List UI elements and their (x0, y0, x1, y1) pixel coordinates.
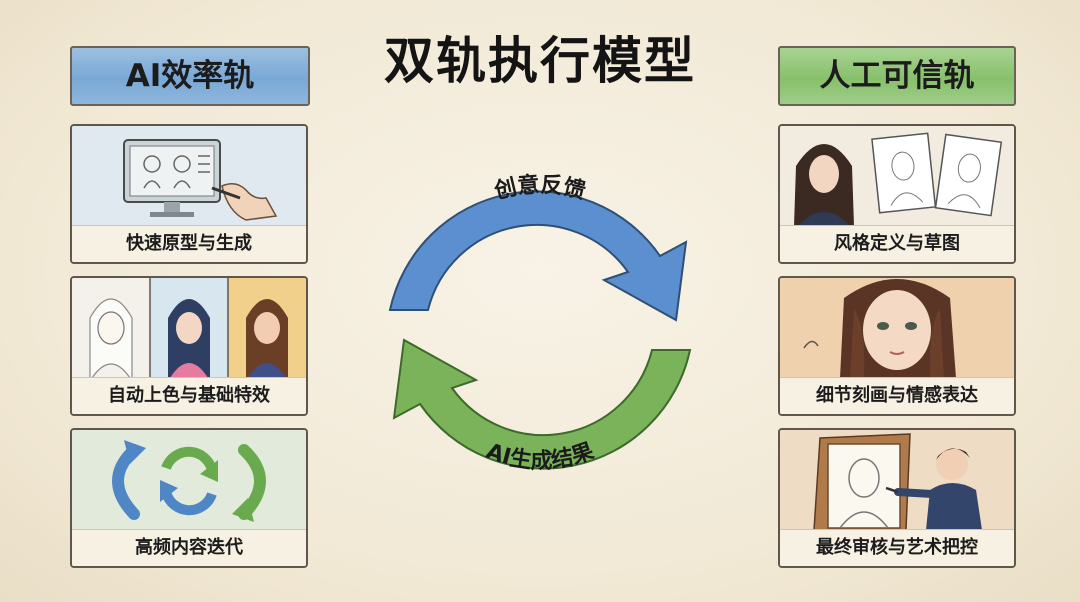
ai-card-caption: 自动上色与基础特效 (72, 377, 306, 414)
human-card-caption: 最终审核与艺术把控 (780, 529, 1014, 566)
human-card-detail: 细节刻画与情感表达 (778, 276, 1016, 416)
refresh-arrows-icon (72, 430, 306, 530)
bottom-arrow-icon (392, 338, 692, 470)
monitor-drawing-icon (72, 126, 306, 226)
ai-card-coloring: 自动上色与基础特效 (70, 276, 308, 416)
human-card-style: 风格定义与草图 (778, 124, 1016, 264)
portraits-coloring-icon (72, 278, 306, 378)
human-track-label: 人工可信轨 (778, 46, 1016, 106)
ai-card-iteration: 高频内容迭代 (70, 428, 308, 568)
artist-easel-icon (780, 430, 1014, 530)
human-card-caption: 细节刻画与情感表达 (780, 377, 1014, 414)
page-title: 双轨执行模型 (384, 32, 696, 90)
ai-track-label: AI效率轨 (70, 46, 310, 106)
top-arrow-icon (388, 190, 688, 322)
portrait-closeup-icon (780, 278, 1014, 378)
ai-card-caption: 高频内容迭代 (72, 529, 306, 566)
human-card-review: 最终审核与艺术把控 (778, 428, 1016, 568)
sketch-portraits-icon (780, 126, 1014, 226)
feedback-cycle-diagram: 创意反馈 AI生成结果 (388, 172, 692, 474)
ai-card-prototype: 快速原型与生成 (70, 124, 308, 264)
human-card-caption: 风格定义与草图 (780, 225, 1014, 262)
ai-card-caption: 快速原型与生成 (72, 225, 306, 262)
